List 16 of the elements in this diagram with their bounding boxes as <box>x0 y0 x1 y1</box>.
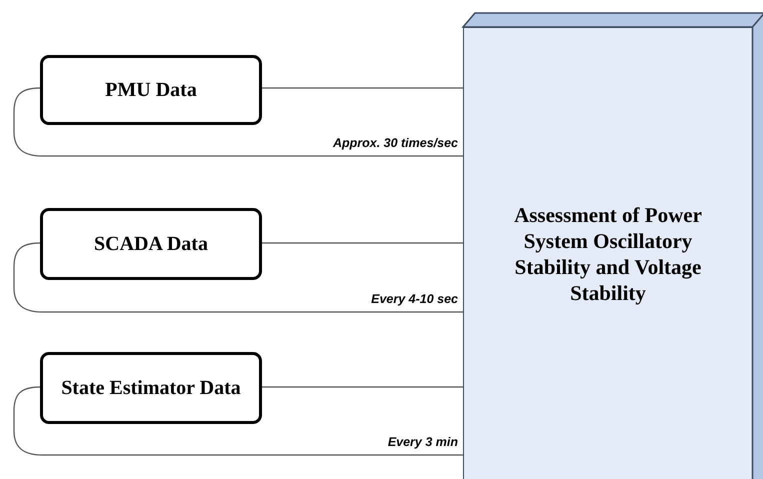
box-label: State Estimator Data <box>61 376 241 400</box>
box-label: PMU Data <box>105 78 197 102</box>
connector-line <box>262 87 464 89</box>
block-title: Assessment of Power System Oscillatory Stability and Voltage Stability <box>513 202 703 306</box>
connector-line <box>13 87 464 157</box>
data-source-box <box>40 55 262 125</box>
edge-label: Every 3 min <box>386 435 460 449</box>
connector-line <box>13 386 464 456</box>
connector-line <box>262 242 464 244</box>
data-source-box <box>40 352 262 424</box>
box-label: SCADA Data <box>94 232 208 256</box>
connector-line <box>13 242 464 313</box>
data-source-box <box>40 208 262 280</box>
edge-label: Every 4-10 sec <box>369 292 460 306</box>
edge-label: Approx. 30 times/sec <box>330 136 460 150</box>
connector-line <box>262 386 464 388</box>
